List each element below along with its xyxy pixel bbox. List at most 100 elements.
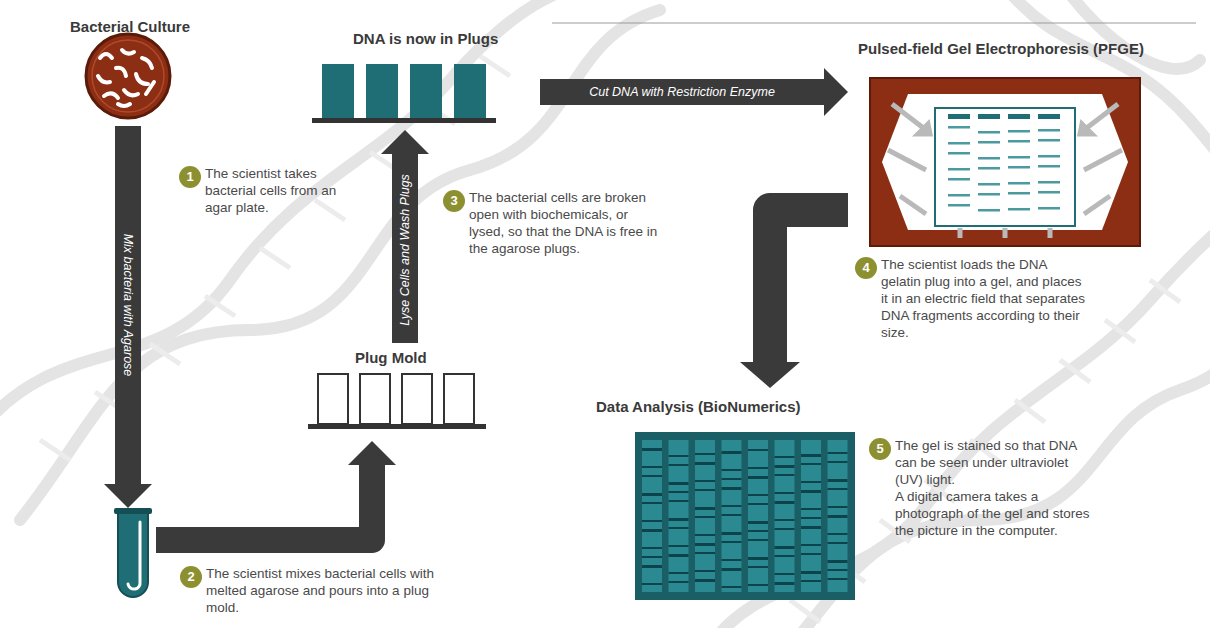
gel-band	[642, 502, 662, 504]
stage-group: Bacterial Culture	[60, 14, 220, 124]
dish-rim	[86, 34, 170, 118]
callout-number: 2	[180, 566, 202, 588]
flow-arrow	[381, 130, 429, 343]
gel-band	[801, 454, 821, 457]
gel-band	[695, 507, 715, 510]
gel-band	[669, 554, 689, 557]
callout-number: 3	[443, 190, 465, 212]
gel-band	[669, 464, 689, 466]
arrow-tip	[918, 124, 930, 134]
bacterium	[98, 76, 110, 82]
arrow-head	[348, 441, 396, 465]
gel-band	[695, 516, 715, 518]
gel-band	[722, 451, 742, 454]
stage-group: Plug Mold	[300, 345, 500, 437]
gel-lane	[642, 440, 662, 592]
gel-band	[748, 566, 768, 568]
electrode-hexagon	[882, 94, 1128, 230]
gel-band	[978, 141, 1000, 144]
field-arrow	[892, 104, 926, 130]
gel-band	[669, 518, 689, 521]
gel-band	[1038, 181, 1060, 184]
gel-band	[801, 580, 821, 582]
gel-band	[748, 449, 768, 451]
helix-rung	[1015, 400, 1045, 422]
callout-number: 1	[179, 166, 201, 188]
gel-band	[1038, 139, 1060, 142]
gel-band	[775, 573, 795, 575]
gel-band	[748, 584, 768, 586]
empty-plug	[318, 374, 348, 424]
field-arrow	[1003, 228, 1008, 238]
helix-rungs	[40, 56, 1180, 622]
gel-band	[722, 514, 742, 516]
helix-rung	[790, 600, 820, 622]
arrow-head	[824, 68, 848, 116]
tube-body	[118, 512, 148, 597]
gel-well	[1008, 114, 1030, 119]
bacterium	[116, 68, 126, 76]
field-arrow	[958, 228, 963, 238]
callout-text: A digital camera takes a photograph of t…	[895, 488, 1090, 539]
gel-band	[669, 500, 689, 502]
gel-band	[948, 194, 970, 197]
empty-plug	[444, 374, 474, 424]
empty-plug	[402, 374, 432, 424]
gel-band	[1038, 207, 1060, 210]
gel-band	[948, 142, 970, 145]
bacterium	[136, 74, 148, 84]
stage-group: DNA is now in Plugs	[305, 28, 515, 126]
flow-arrow	[740, 210, 848, 388]
pfge-apparatus	[870, 78, 1140, 246]
gel-band	[748, 476, 768, 479]
gel-band	[722, 478, 742, 480]
stage-heading: Plug Mold	[355, 349, 427, 367]
gel-lanes	[642, 440, 848, 592]
test-tube	[114, 508, 152, 597]
gel-band	[642, 475, 662, 477]
helix-rung	[150, 344, 180, 364]
gel-slab	[935, 108, 1075, 226]
gel-band	[775, 456, 795, 458]
gel-band	[669, 455, 689, 457]
gel-band	[1038, 165, 1060, 168]
arrow-label: Cut DNA with Restriction Enzyme	[589, 85, 775, 99]
gel-band	[828, 533, 848, 535]
bacterium	[100, 54, 112, 58]
gel-band	[801, 571, 821, 574]
gel-band	[775, 465, 795, 468]
gel-band	[1038, 129, 1060, 132]
gel-band	[748, 467, 768, 469]
gel-band	[801, 517, 821, 519]
gel-band	[642, 448, 662, 451]
field-arrow	[1084, 196, 1110, 214]
bacterium	[118, 104, 130, 106]
gel-well	[1038, 114, 1060, 119]
gel-band	[669, 482, 689, 485]
gel-band	[801, 490, 821, 493]
arrow-label: Lyse Cells and Wash Plugs	[398, 174, 412, 326]
gel-band	[978, 157, 1000, 160]
gel-well	[948, 114, 970, 119]
gel-band	[669, 527, 689, 529]
plug-base	[312, 118, 496, 123]
arrow-shaft	[115, 126, 141, 486]
arrow-head	[104, 484, 152, 508]
helix-rung	[1105, 320, 1135, 342]
arrow-head	[740, 362, 800, 388]
gel-band	[948, 126, 970, 129]
gel-band	[669, 545, 689, 547]
gel-band	[1008, 156, 1030, 159]
field-arrows	[888, 104, 1122, 238]
arrow-shaft	[156, 463, 372, 540]
gel-band	[828, 542, 848, 544]
gel-band	[828, 479, 848, 482]
gel-band	[1008, 192, 1030, 195]
mold-base	[308, 424, 486, 429]
field-arrow	[1048, 228, 1053, 238]
arrow-label: Mix bacteria with Agarose	[121, 234, 135, 377]
gel-band	[748, 530, 768, 532]
